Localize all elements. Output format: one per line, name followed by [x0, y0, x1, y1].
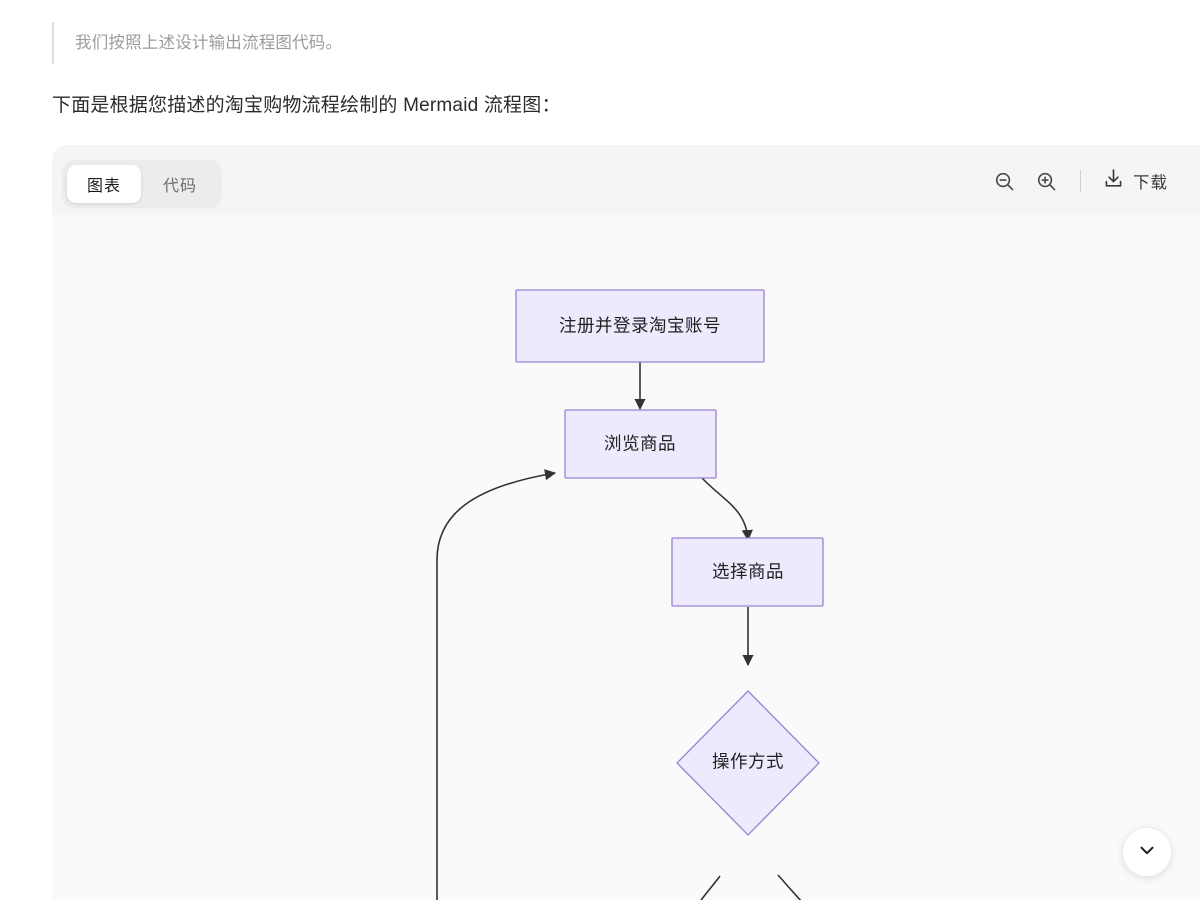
edge-layer — [436, 362, 802, 900]
node-n3-label: 选择商品 — [712, 562, 784, 582]
toolbar-actions: 下载 — [983, 161, 1176, 201]
edge-feedback-n2 — [436, 469, 557, 900]
edge-n4-n5 — [700, 875, 721, 900]
node-layer: 注册并登录淘宝账号 浏览商品 选择商品 操作方 — [515, 289, 824, 836]
tab-group: 图表 代码 — [62, 160, 223, 208]
tab-code[interactable]: 代码 — [163, 178, 198, 195]
node-n1-label: 注册并登录淘宝账号 — [559, 316, 721, 336]
tab-chart[interactable]: 图表 — [67, 165, 142, 203]
flowchart-svg: 注册并登录淘宝账号 浏览商品 选择商品 操作方 — [436, 289, 824, 900]
blockquote-text: 我们按照上述设计输出流程图代码。 — [75, 33, 343, 52]
download-button[interactable]: 下载 — [1094, 161, 1176, 201]
download-label: 下载 — [1133, 174, 1168, 192]
download-icon — [1102, 167, 1125, 195]
diagram-panel: 图表 代码 — [52, 145, 1200, 900]
node-n1[interactable]: 注册并登录淘宝账号 — [515, 289, 765, 363]
blockquote: 我们按照上述设计输出流程图代码。 — [52, 22, 342, 64]
zoom-out-icon[interactable] — [983, 162, 1025, 200]
node-n2-label: 浏览商品 — [604, 434, 676, 454]
page-title: 下面是根据您描述的淘宝购物流程绘制的 Mermaid 流程图： — [52, 95, 561, 116]
diagram-toolbar: 图表 代码 — [52, 145, 1200, 215]
zoom-in-icon[interactable] — [1025, 162, 1067, 200]
toolbar-divider — [1080, 170, 1081, 192]
scroll-down-button[interactable] — [1122, 827, 1172, 877]
edge-n2-n3 — [701, 477, 753, 542]
node-n4[interactable]: 操作方式 — [676, 690, 820, 836]
node-n2[interactable]: 浏览商品 — [564, 409, 717, 479]
node-n4-label: 操作方式 — [712, 752, 784, 772]
edge-n4-rightbranch — [777, 874, 802, 900]
diagram-canvas[interactable]: 注册并登录淘宝账号 浏览商品 选择商品 操作方 — [52, 215, 1200, 900]
chevron-down-icon — [1136, 839, 1158, 866]
node-n3[interactable]: 选择商品 — [671, 537, 824, 607]
